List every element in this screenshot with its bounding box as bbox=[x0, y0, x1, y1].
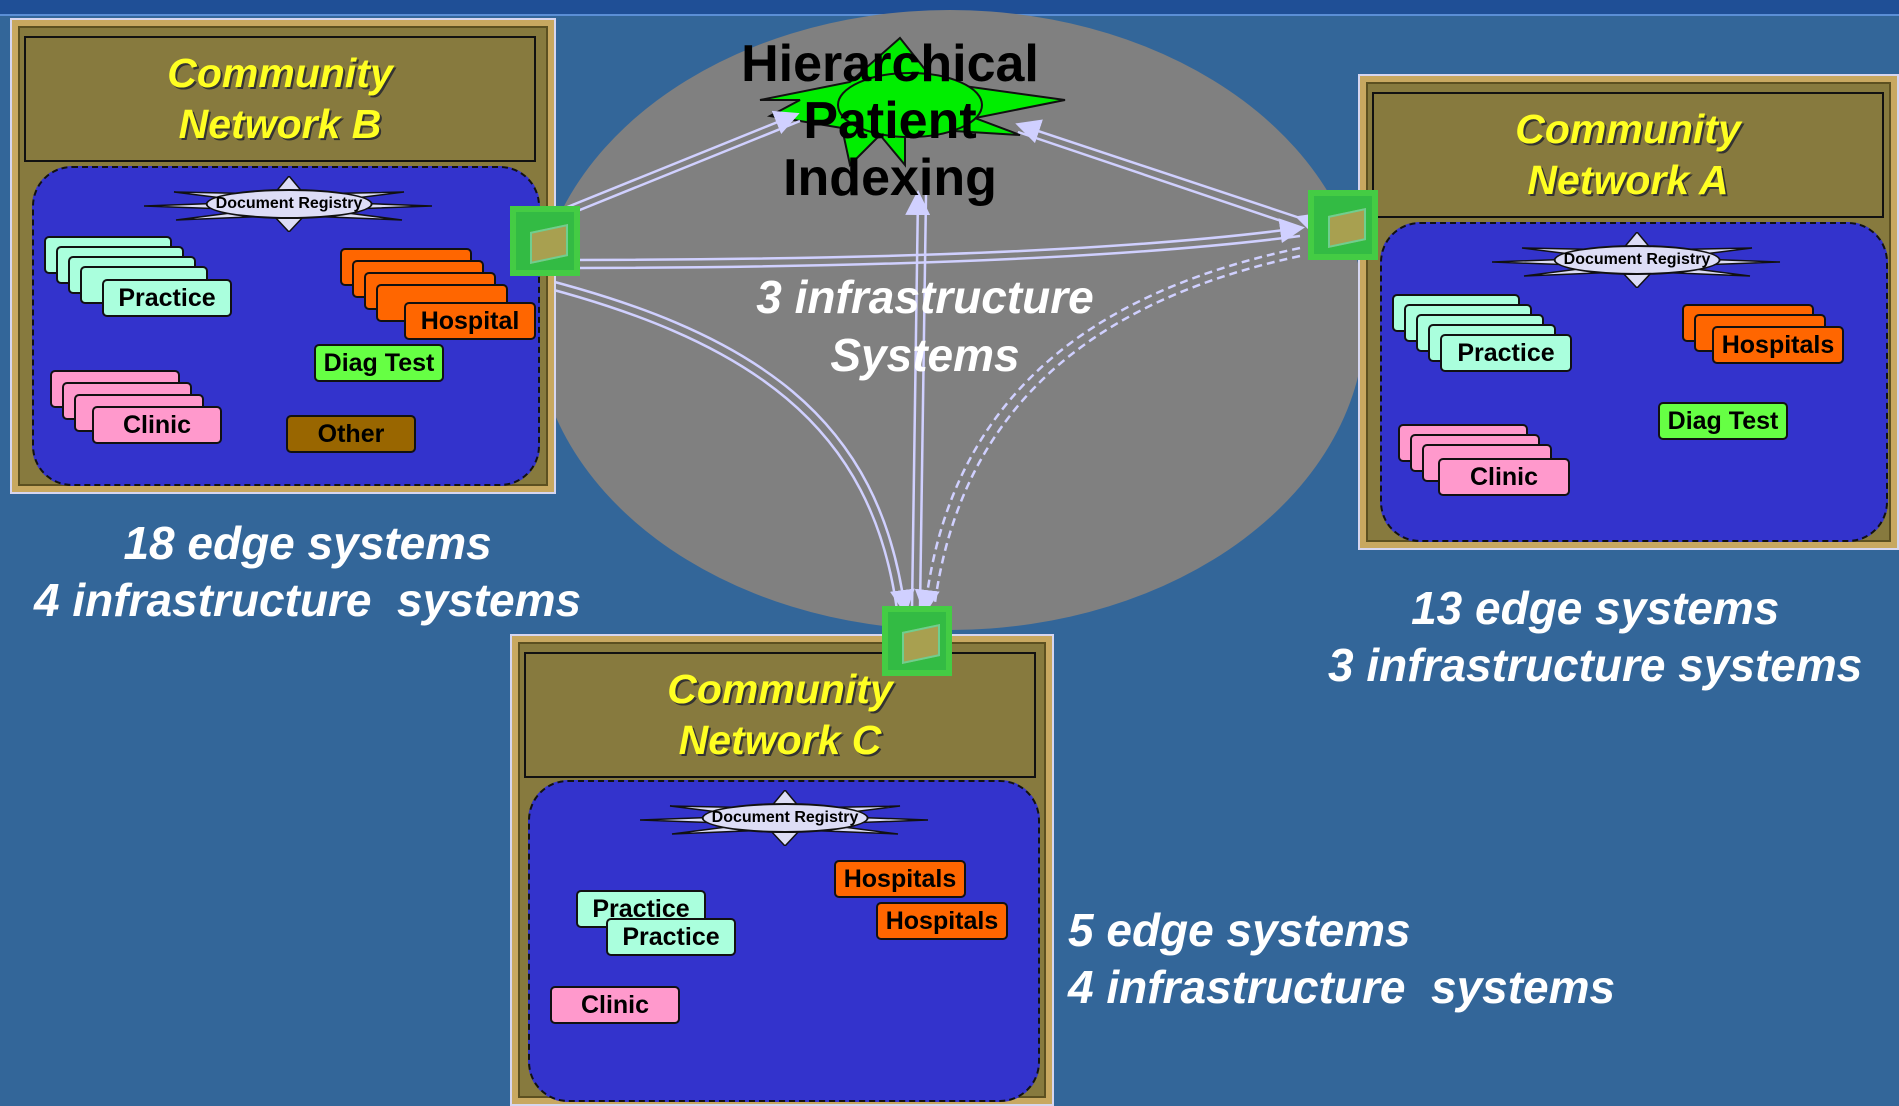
network-b-clinic: Clinic bbox=[92, 406, 222, 444]
arrow-b-to-c bbox=[514, 270, 915, 615]
gateway-book-icon bbox=[1328, 207, 1366, 249]
hpi-title: Hierarchical Patient Indexing bbox=[741, 35, 1039, 207]
network-b-title: Community Network B bbox=[24, 36, 536, 162]
network-b-diag-test: Diag Test bbox=[314, 344, 444, 382]
arrow-a-to-c-dashed bbox=[914, 246, 1301, 615]
network-c-practice: Practice bbox=[606, 918, 736, 956]
gateway-network-b bbox=[510, 206, 580, 276]
network-c-title: Community Network C bbox=[524, 652, 1036, 778]
network-a-caption: 13 edge systems 3 infrastructure systems bbox=[1328, 582, 1863, 691]
gateway-network-c bbox=[882, 606, 952, 676]
network-a-clinic: Clinic bbox=[1438, 458, 1570, 496]
network-b-document-registry: Document Registry bbox=[143, 174, 434, 234]
network-a-hospitals: Hospitals bbox=[1712, 326, 1844, 364]
network-b-other: Other bbox=[286, 415, 416, 453]
network-c-hospitals: Hospitals bbox=[834, 860, 966, 898]
arrow-b-to-a bbox=[549, 218, 1305, 262]
community-network-b: Community Network B Document Registry Pr… bbox=[10, 18, 556, 494]
network-c-systems-area: Document Registry Hospitals Hospitals Pr… bbox=[528, 780, 1040, 1102]
network-a-document-registry: Document Registry bbox=[1491, 230, 1782, 290]
community-network-c: Community Network C Document Registry Ho… bbox=[510, 634, 1054, 1106]
network-a-registry-label: Document Registry bbox=[1553, 245, 1721, 275]
gateway-network-a bbox=[1308, 190, 1378, 260]
network-b-hospital: Hospital bbox=[404, 302, 536, 340]
network-b-caption: 18 edge systems 4 infrastructure systems bbox=[34, 517, 582, 626]
network-c-clinic: Clinic bbox=[550, 986, 680, 1024]
network-c-document-registry: Document Registry bbox=[639, 788, 930, 848]
arrow-b-to-hpi bbox=[531, 110, 800, 232]
network-c-registry-label: Document Registry bbox=[701, 803, 869, 833]
network-b-practice: Practice bbox=[102, 279, 232, 317]
community-network-a: Community Network A Document Registry Pr… bbox=[1358, 74, 1899, 550]
network-a-practice: Practice bbox=[1440, 334, 1572, 372]
network-a-title: Community Network A bbox=[1372, 92, 1884, 218]
network-c-caption: 5 edge systems 4 infrastructure systems bbox=[1068, 904, 1616, 1013]
arrow-c-to-hpi bbox=[899, 190, 931, 631]
hpi-star-icon bbox=[759, 36, 1066, 168]
gateway-book-icon bbox=[530, 223, 568, 265]
network-b-registry-label: Document Registry bbox=[205, 189, 373, 219]
center-infrastructure-caption: 3 infrastructure Systems bbox=[756, 271, 1094, 381]
network-a-diag-test: Diag Test bbox=[1658, 402, 1788, 440]
arrow-a-to-hpi bbox=[1015, 119, 1323, 237]
network-b-systems-area: Document Registry Practice Hospital Diag… bbox=[32, 166, 540, 486]
gateway-book-icon bbox=[902, 623, 940, 665]
network-c-hospitals: Hospitals bbox=[876, 902, 1008, 940]
network-a-systems-area: Document Registry Practice Hospitals Dia… bbox=[1380, 222, 1888, 542]
